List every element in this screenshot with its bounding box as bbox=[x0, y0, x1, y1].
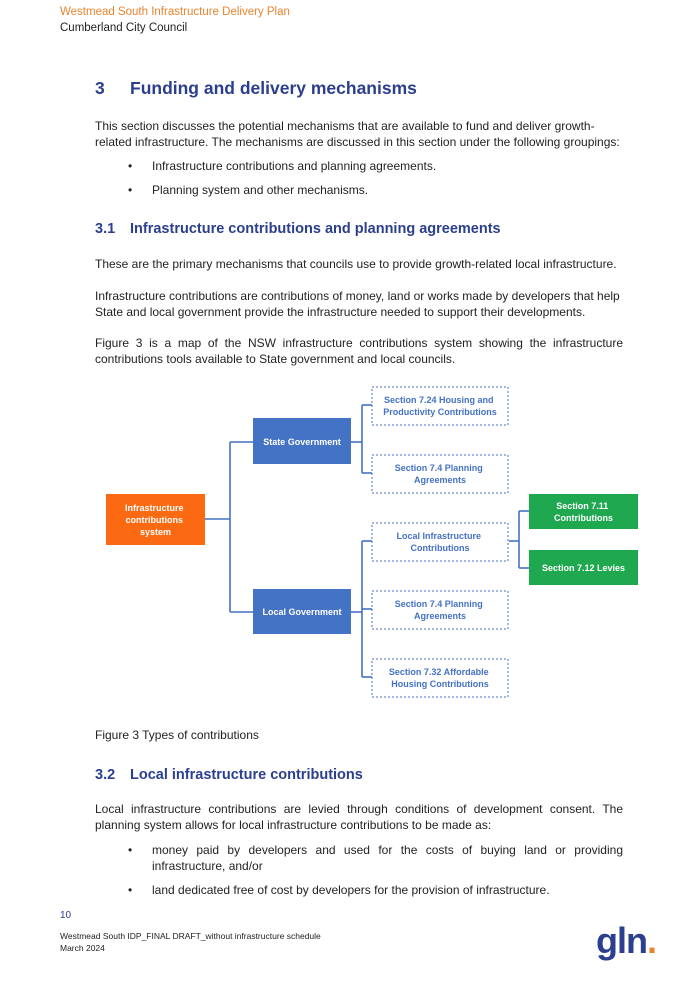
section-3-1-paragraph-1: These are the primary mechanisms that co… bbox=[95, 257, 617, 271]
logo-text: gln bbox=[596, 920, 648, 961]
header-document-title: Westmead South Infrastructure Delivery P… bbox=[60, 6, 290, 18]
bullet-dot-icon: • bbox=[128, 183, 133, 197]
section-number: 3.2 bbox=[95, 767, 116, 783]
root-line: contributions bbox=[125, 515, 183, 525]
svg-text:Infrastructure contribut: Infrastructure contributions system bbox=[125, 503, 186, 537]
section-3-1-paragraph-2: Infrastructure contributions are contrib… bbox=[95, 289, 620, 319]
diagram-state-government-node: State Government bbox=[253, 418, 351, 464]
diagram-local-government-node: Local Government bbox=[253, 589, 351, 634]
diagram-local-child-node: Local Infrastructure Contributions bbox=[396, 531, 483, 553]
root-line: Infrastructure bbox=[125, 503, 184, 513]
list-item-text: land dedicated free of cost by developer… bbox=[152, 883, 550, 897]
bullet-dot-icon: • bbox=[128, 159, 133, 173]
section-3-heading: 3 Funding and delivery mechanisms bbox=[95, 78, 417, 99]
section-number: 3 bbox=[95, 78, 105, 98]
node-line: Section 7.32 Affordable bbox=[389, 667, 489, 677]
diagram-section-7-11-node: Section 7.11 Contributions bbox=[529, 494, 638, 529]
root-line: system bbox=[140, 527, 171, 537]
svg-text:Section 7.11 Contributio: Section 7.11 Contributions bbox=[554, 501, 613, 523]
section-3-1-heading: 3.1 Infrastructure contributions and plan… bbox=[95, 221, 501, 237]
node-line: Agreements bbox=[414, 611, 466, 621]
node-line: Section 7.4 Planning bbox=[395, 599, 483, 609]
node-line: Section 7.4 Planning bbox=[395, 463, 483, 473]
node-line: Housing Contributions bbox=[391, 679, 488, 689]
node-line: Section 7.11 bbox=[556, 501, 608, 511]
logo-dot: . bbox=[646, 920, 657, 961]
section-3-intro: This section discusses the potential mec… bbox=[95, 119, 620, 149]
node-line: Productivity Contributions bbox=[383, 407, 497, 417]
section-3-2-heading: 3.2 Local infrastructure contributions bbox=[95, 767, 363, 783]
header-council-name: Cumberland City Council bbox=[60, 22, 188, 34]
diagram-state-child-node: Section 7.4 Planning Agreements bbox=[395, 463, 486, 485]
section-title: Infrastructure contributions and plannin… bbox=[130, 221, 501, 237]
diagram-local-child-node: Section 7.4 Planning Agreements bbox=[395, 599, 486, 621]
node-line: Agreements bbox=[414, 475, 466, 485]
node-line: Section 7.12 Levies bbox=[542, 563, 625, 573]
diagram-root-node: Infrastructure contributions system bbox=[106, 494, 205, 545]
page-number: 10 bbox=[60, 910, 72, 921]
local-label: Local Government bbox=[262, 607, 341, 617]
list-item-text: money paid by developers and used for th… bbox=[152, 843, 623, 873]
state-label: State Government bbox=[263, 437, 341, 447]
gln-logo: gln. bbox=[596, 920, 657, 962]
section-3-2-paragraph: Local infrastructure contributions are l… bbox=[95, 802, 623, 832]
bullet-dot-icon: • bbox=[128, 843, 133, 857]
node-line: Local Infrastructure bbox=[396, 531, 481, 541]
diagram-section-7-12-node: Section 7.12 Levies bbox=[529, 550, 638, 585]
section-number: 3.1 bbox=[95, 221, 116, 237]
list-item-text: Planning system and other mechanisms. bbox=[152, 183, 369, 197]
list-item-text: Infrastructure contributions and plannin… bbox=[152, 159, 437, 173]
footer-date: March 2024 bbox=[60, 943, 105, 953]
node-line: Contributions bbox=[554, 513, 613, 523]
section-3-1-paragraph-3: Figure 3 is a map of the NSW infrastruct… bbox=[95, 336, 623, 366]
diagram-local-child-node: Section 7.32 Affordable Housing Contribu… bbox=[389, 667, 491, 689]
bullet-dot-icon: • bbox=[128, 883, 133, 897]
section-title: Local infrastructure contributions bbox=[130, 767, 363, 783]
figure-caption: Figure 3 Types of contributions bbox=[95, 728, 259, 742]
footer-document-name: Westmead South IDP_FINAL DRAFT_without i… bbox=[60, 931, 321, 941]
section-title: Funding and delivery mechanisms bbox=[130, 78, 417, 98]
node-line: Contributions bbox=[411, 543, 470, 553]
diagram-state-child-node: Section 7.24 Housing and Productivity Co… bbox=[383, 395, 497, 417]
node-line: Section 7.24 Housing and bbox=[384, 395, 494, 405]
